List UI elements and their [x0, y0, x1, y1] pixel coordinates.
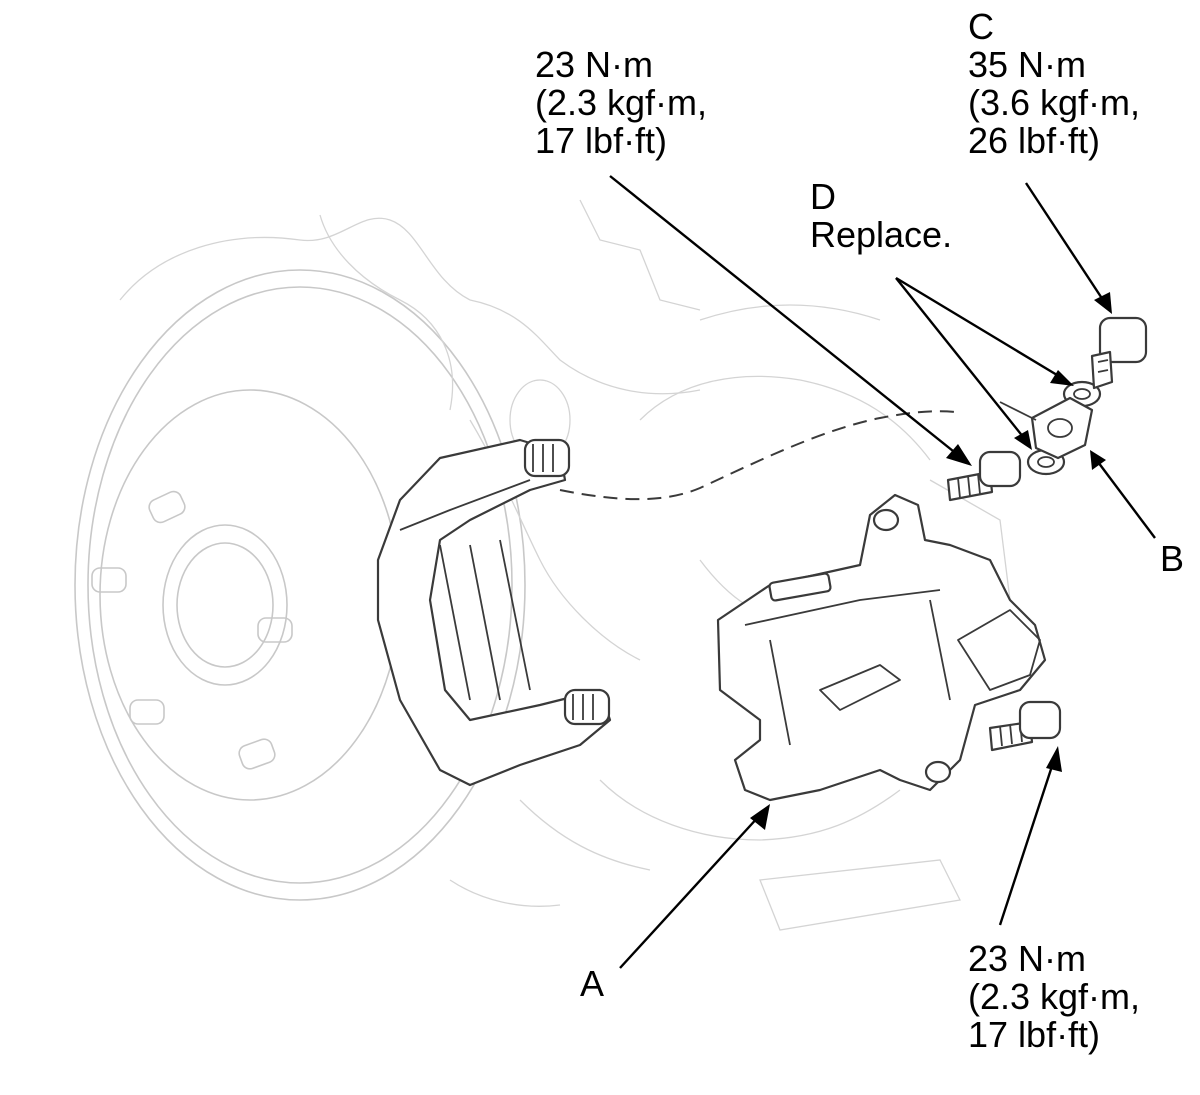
callout-d-letter: D: [810, 176, 836, 217]
torque-bottom-line2: (2.3 kgf·m,: [968, 976, 1141, 1017]
callout-c-line1: 35 N·m: [968, 44, 1087, 85]
leader-c: [1024, 182, 1112, 314]
caliper-bracket: [376, 438, 612, 787]
callout-a-letter: A: [580, 963, 605, 1004]
callout-a: A: [580, 965, 604, 1003]
flange-bolt-upper: [946, 450, 1022, 502]
brake-disc: [74, 269, 526, 901]
callout-d-note: Replace.: [810, 214, 953, 255]
callout-c-line2: (3.6 kgf·m,: [968, 82, 1141, 123]
torque-bottom-line3: 17 lbf·ft): [968, 1014, 1101, 1055]
torque-spec-bottom: 23 N·m (2.3 kgf·m, 17 lbf·ft): [968, 940, 1140, 1054]
leader-torque-top: [609, 175, 972, 466]
callout-d: D Replace.: [810, 178, 952, 254]
callout-c: C 35 N·m (3.6 kgf·m, 26 lbf·ft): [968, 8, 1140, 160]
banjo-bolt: [1090, 316, 1148, 390]
leader-d: [895, 276, 1074, 450]
leader-torque-bottom: [998, 746, 1062, 926]
leader-a: [619, 804, 770, 969]
flange-bolt-lower: [988, 700, 1062, 752]
leader-b: [1090, 450, 1156, 539]
callout-c-line3: 26 lbf·ft): [968, 120, 1101, 161]
brake-hose-fitting: [999, 396, 1094, 460]
torque-top-line3: 17 lbf·ft): [535, 120, 668, 161]
torque-spec-top: 23 N·m (2.3 kgf·m, 17 lbf·ft): [535, 46, 707, 160]
torque-top-line2: (2.3 kgf·m,: [535, 82, 708, 123]
callout-c-letter: C: [968, 6, 994, 47]
callout-b-letter: B: [1160, 538, 1185, 579]
brake-hose: [559, 410, 956, 501]
callout-b: B: [1160, 540, 1184, 578]
torque-top-line1: 23 N·m: [535, 44, 654, 85]
torque-bottom-line1: 23 N·m: [968, 938, 1087, 979]
caliper-body: [716, 493, 1047, 802]
